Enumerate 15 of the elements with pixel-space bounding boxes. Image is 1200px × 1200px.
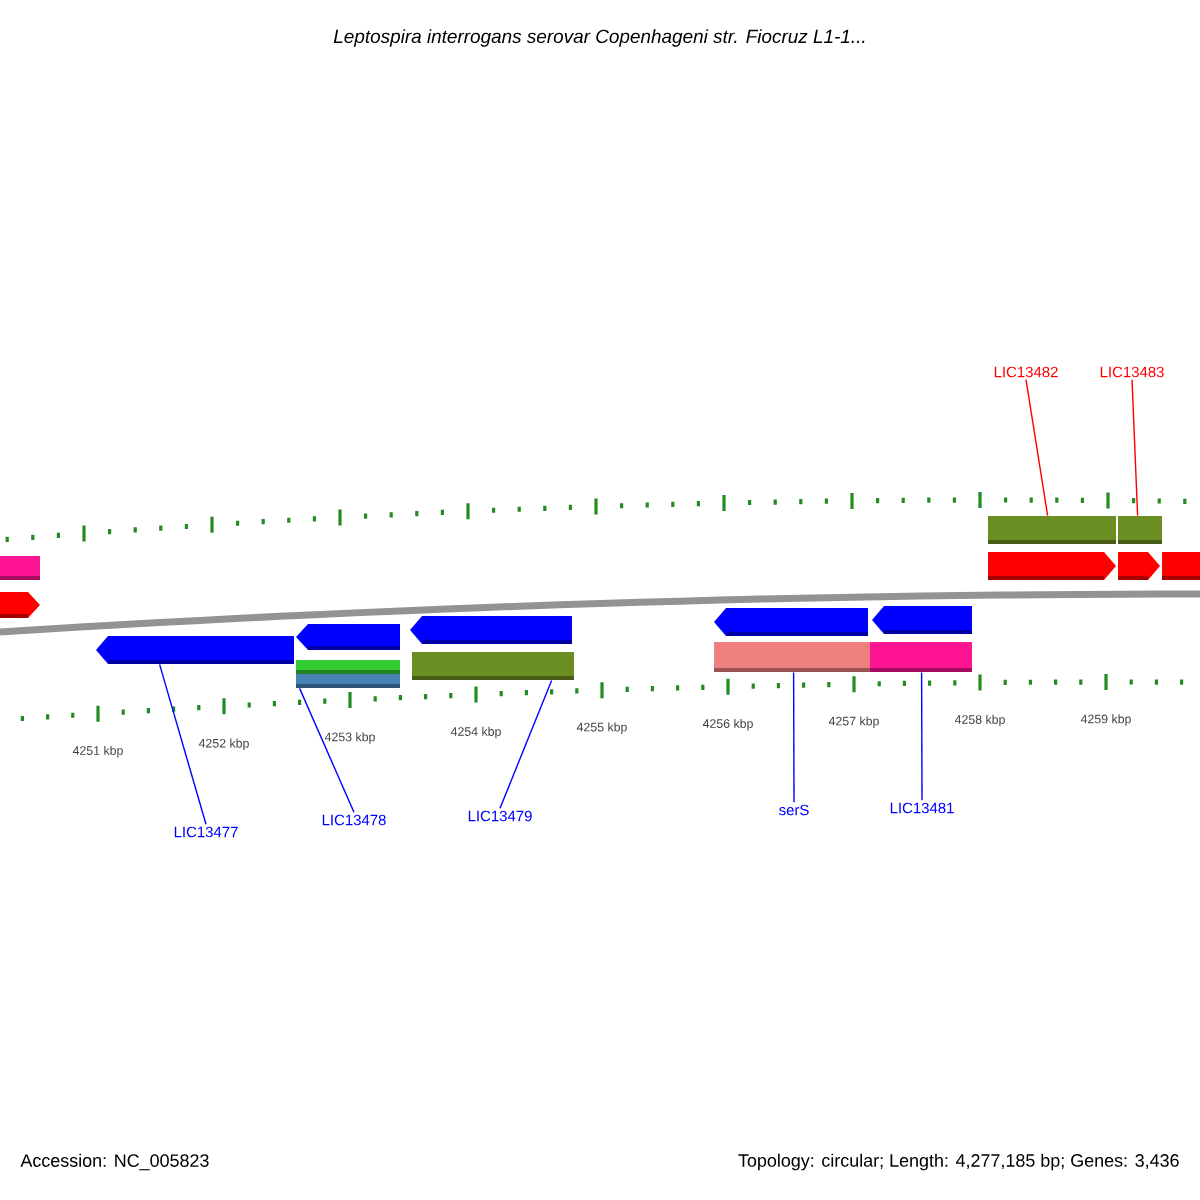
leader-line [1131,379,1139,517]
leader-line [920,671,923,802]
gene-feature [870,642,972,672]
gene-feature [412,652,574,680]
footer-text: Topology: circular; Length: 4,277,185 bp; Genes: 3,436 [738,1153,1179,1171]
leader-line [499,679,553,810]
leader-line [1025,379,1049,517]
footer-text: Accession: NC_005823 [20,1153,209,1171]
gene-feature [1118,516,1162,544]
leader-line [792,671,795,804]
gene-feature [296,674,400,688]
leader-line [158,663,207,826]
leader-line [298,687,355,814]
gene-feature [714,642,870,672]
title: Leptospira interrogans serovar Copenhageni str. Fiocruz L1-1... [333,29,865,47]
